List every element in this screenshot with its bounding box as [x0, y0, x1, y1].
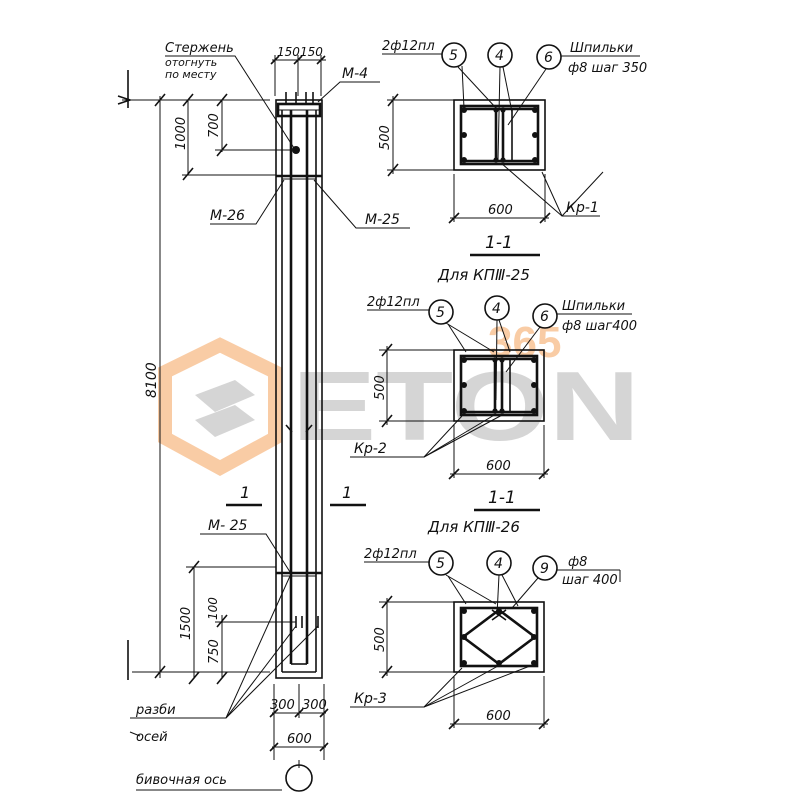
s2-callout-5-text: 5: [436, 305, 445, 321]
s3-bars: 2ф12пл: [364, 547, 417, 562]
s3-callout-4-text: 4: [494, 556, 503, 572]
dim-100: 100: [206, 597, 220, 620]
s1-ties-2: ф8 шаг 350: [568, 61, 647, 76]
dim-750: 750: [207, 639, 222, 664]
s3-ties-1: ф8: [568, 555, 587, 570]
s1-callout-5-text: 5: [449, 48, 458, 64]
dim-1000: 1000: [174, 117, 189, 150]
s3-callout-9: [532, 555, 558, 581]
label-m25-bottom: М- 25: [208, 518, 247, 534]
s2-callout-6: [532, 303, 558, 329]
s1-height: 500: [378, 125, 393, 150]
s3-callout-5-text: 5: [436, 556, 445, 572]
watermark-logo-mark: [195, 380, 255, 437]
rod-note-line3: по месту: [165, 68, 217, 81]
s2-outline: [453, 349, 545, 422]
s1-callout-6: [536, 44, 562, 70]
s1-title: 1-1: [485, 233, 513, 253]
rod-note-line2: отогнуть: [165, 56, 217, 69]
top-dim-right: 150: [300, 45, 323, 59]
s2-callout-4-text: 4: [492, 301, 501, 317]
s3-frame: Кр-3: [354, 691, 387, 707]
s2-ties-1: Шпильки: [562, 299, 625, 314]
section-mark-right: 1: [342, 483, 352, 502]
section-3: 2ф12пл 5 4 9 ф8 шаг 400 500 600: [350, 547, 621, 730]
left-note-2: осей: [136, 730, 168, 745]
label-m4: М-4: [342, 66, 368, 82]
s1-subtitle: Для КПⅢ-25: [437, 266, 530, 284]
s3-outline: [453, 601, 545, 673]
s1-callout-5: [441, 42, 467, 68]
s1-ties-1: Шпильки: [570, 41, 633, 56]
s2-title: 1-1: [488, 488, 516, 508]
axis-note: бивочная ось: [136, 773, 227, 788]
s1-callout-6-text: 6: [544, 50, 553, 66]
s3-callout-5: [428, 550, 454, 576]
column-outline: [275, 99, 323, 679]
s3-width: 600: [486, 709, 511, 724]
dim-700: 700: [207, 113, 222, 138]
s2-ties-2: ф8 шаг400: [562, 319, 637, 334]
left-note-1: разби: [135, 703, 176, 718]
s1-outline: [453, 99, 546, 171]
s3-callout-9-text: 9: [540, 561, 549, 577]
s2-subtitle: Для КПⅢ-26: [427, 518, 520, 536]
s1-bars: 2ф12пл: [382, 39, 435, 54]
bottom-dim-right: 300: [302, 698, 327, 713]
axis-bubble: [285, 764, 313, 792]
s2-frame: Кр-2: [354, 441, 387, 457]
section-mark-left: 1: [240, 483, 250, 502]
s3-height: 500: [373, 627, 388, 652]
rod-note-title: Стержень: [165, 41, 234, 56]
watermark: 365 ETON: [158, 318, 640, 476]
s3-ties-2: шаг 400: [562, 573, 618, 588]
bottom-dim-left: 300: [270, 698, 295, 713]
label-m25-top: М-25: [365, 212, 400, 228]
s2-height: 500: [373, 375, 388, 400]
watermark-text: ETON: [292, 351, 640, 461]
s3-diamond-tie: [460, 608, 538, 666]
s2-bars: 2ф12пл: [367, 295, 420, 310]
dim-8100: 8100: [144, 362, 160, 398]
s1-frame: Кр-1: [566, 200, 599, 216]
s2-width: 600: [486, 459, 511, 474]
top-dim-left: 150: [277, 45, 300, 59]
bottom-dim-total: 600: [287, 732, 312, 747]
s2-callout-5: [428, 299, 454, 325]
dim-1500: 1500: [179, 607, 194, 640]
column-elevation: 8100 1000 700: [117, 41, 410, 792]
s2-callout-6-text: 6: [540, 309, 549, 325]
s1-callout-4-text: 4: [495, 48, 504, 64]
section-2: 2ф12пл 5 4 6 Шпильки ф8 шаг400 500 600: [350, 295, 637, 536]
watermark-logo-hexagon: [158, 337, 282, 476]
section-1: 2ф12пл 5 4 6 Шпильки ф8 шаг 350 500 600: [378, 39, 647, 284]
label-m26: М-26: [210, 208, 245, 224]
s1-width: 600: [488, 203, 513, 218]
